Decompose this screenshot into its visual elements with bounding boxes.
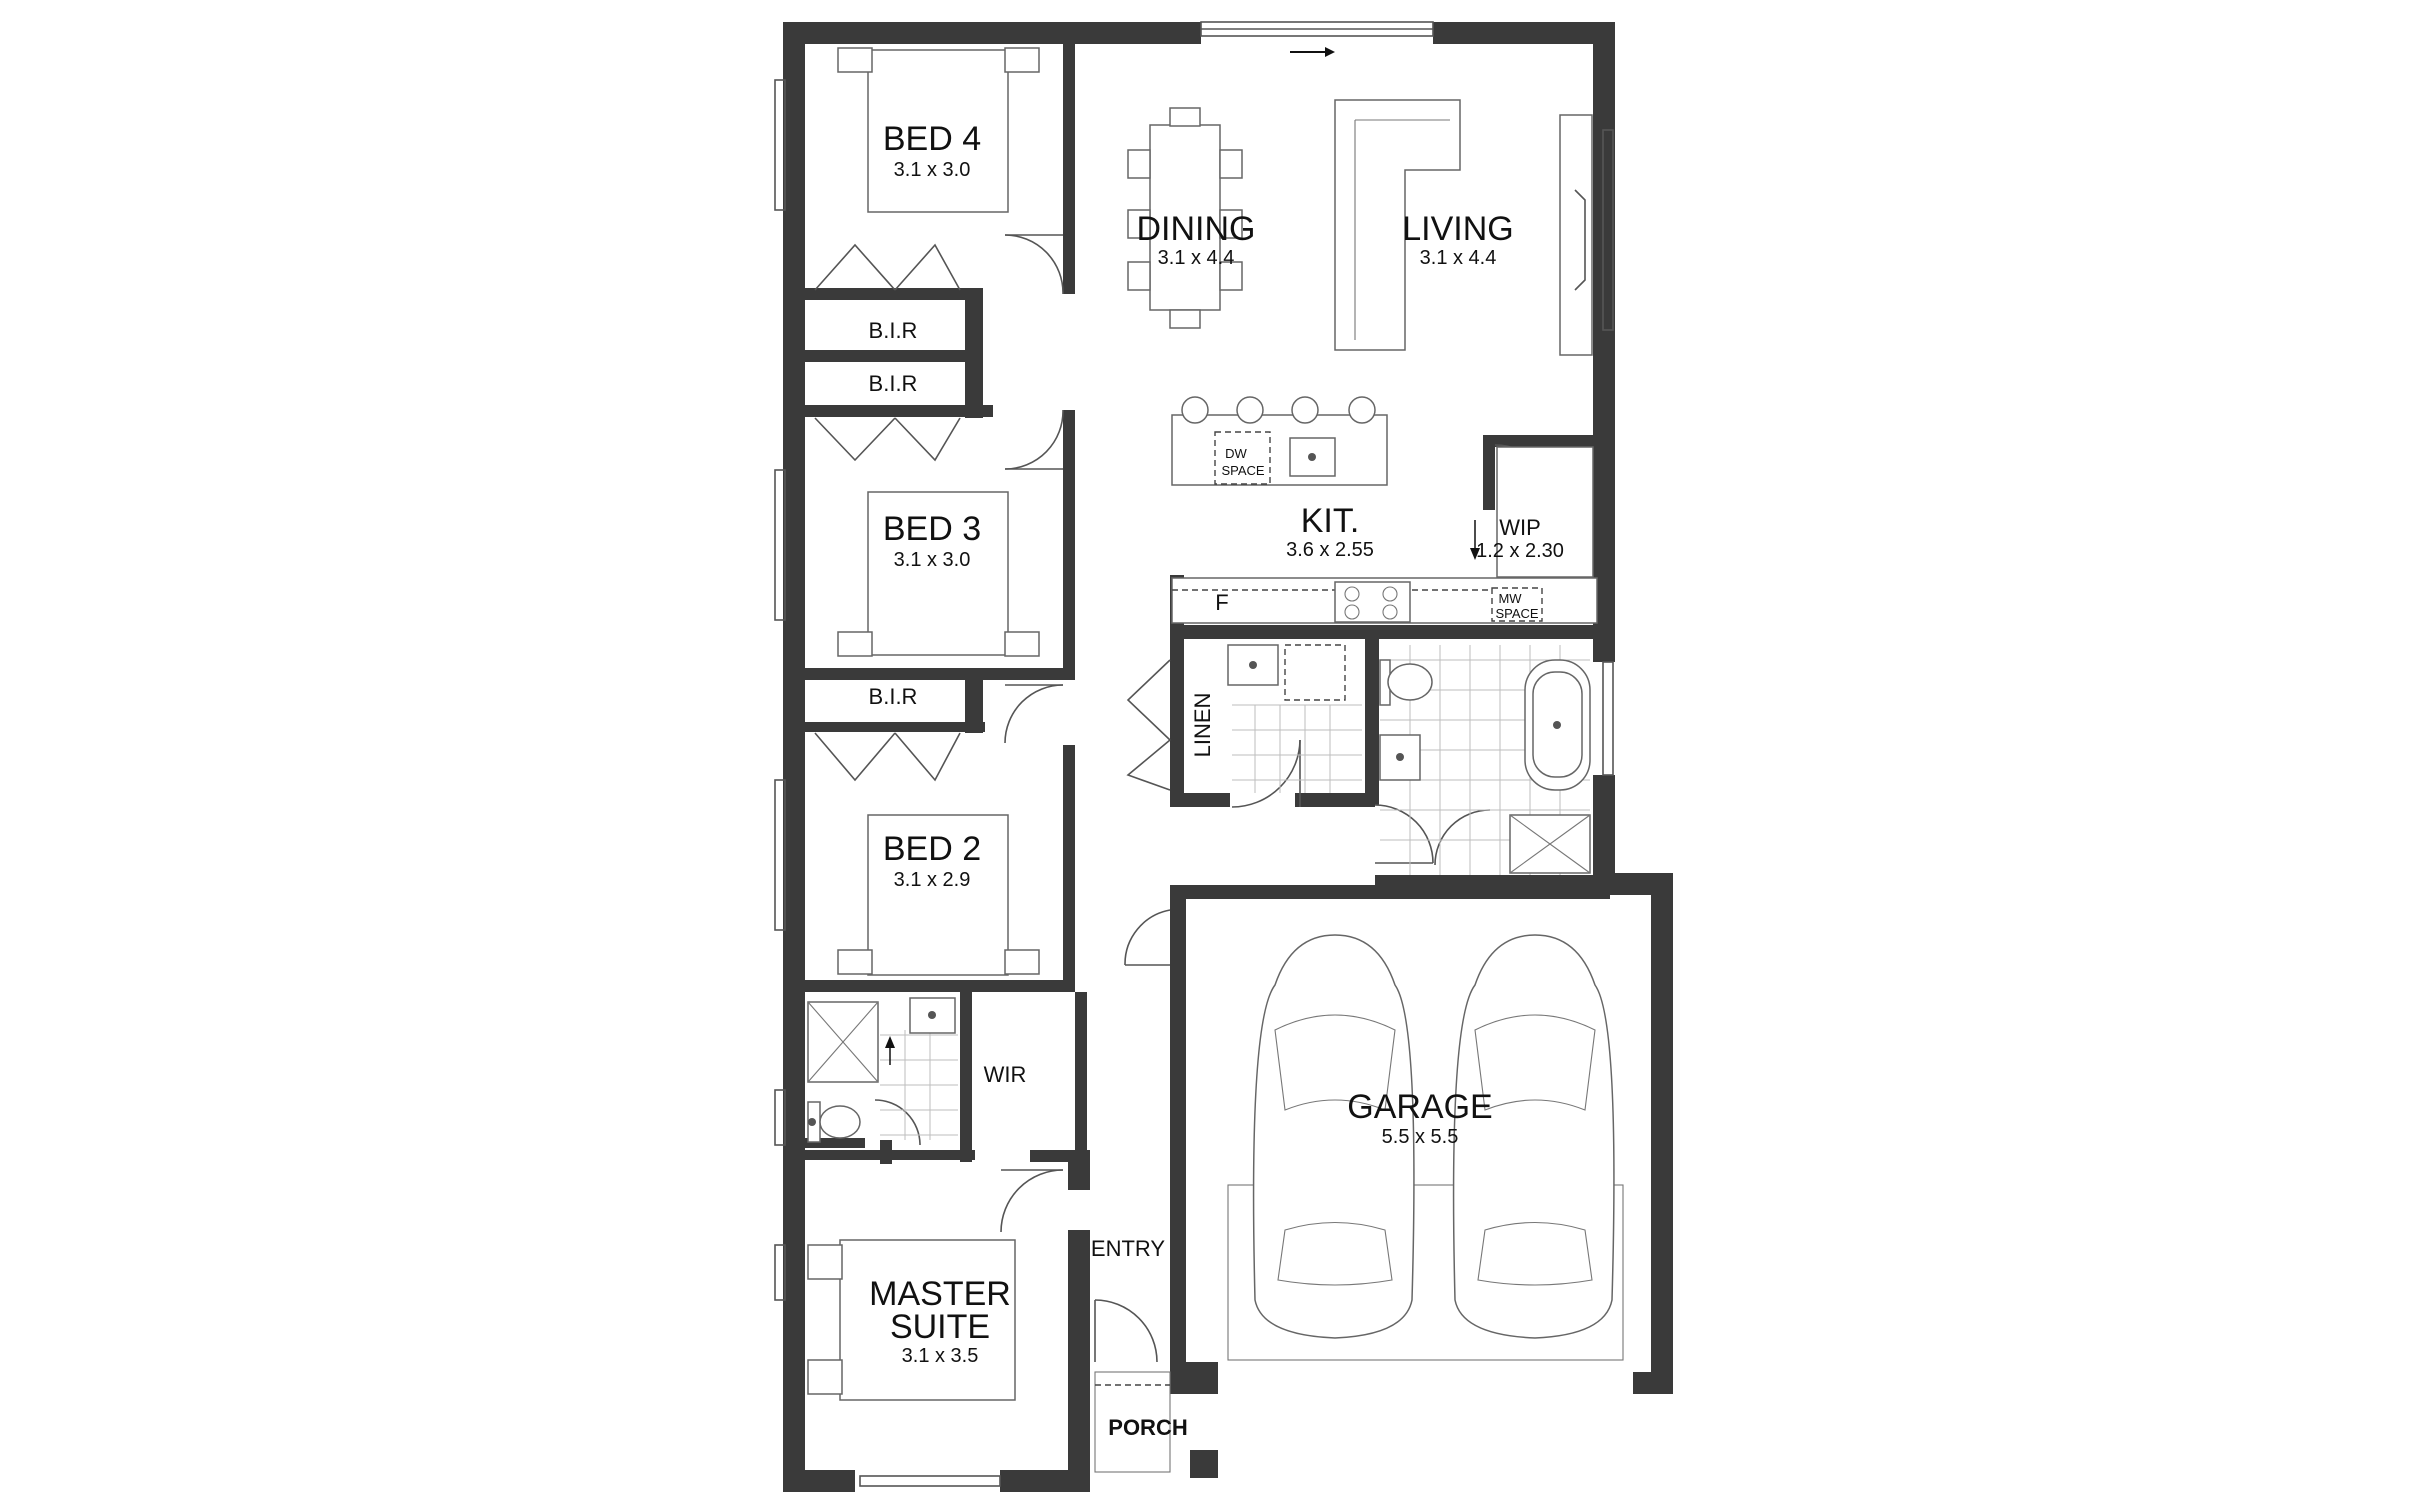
- wardrobe-doors: [814, 243, 961, 782]
- dining-dims: 3.1 x 4.4: [1158, 247, 1235, 269]
- porch-label: PORCH: [1108, 1415, 1187, 1440]
- bed3-name: BED 3: [883, 510, 981, 548]
- bir-label-2: B.I.R: [869, 371, 918, 396]
- master-name-line2: SUITE: [890, 1308, 990, 1346]
- garage-fittings: [1227, 934, 1624, 1361]
- wir-label: WIR: [984, 1062, 1027, 1087]
- bed2-name: BED 2: [883, 830, 981, 868]
- linen-label: LINEN: [1190, 693, 1215, 758]
- porch-area: [1094, 1371, 1171, 1473]
- living-dims: 3.1 x 4.4: [1420, 247, 1497, 269]
- bathroom-fittings: [1227, 644, 1591, 875]
- bir-label-1: B.I.R: [869, 318, 918, 343]
- entry-label: ENTRY: [1091, 1236, 1165, 1261]
- living-sofa: [1334, 99, 1593, 356]
- bir-label-3: B.I.R: [869, 684, 918, 709]
- kitchen-name: KIT.: [1301, 502, 1360, 540]
- ensuite-fittings: [807, 997, 958, 1143]
- kitchen-dims: 3.6 x 2.55: [1286, 539, 1374, 561]
- dw-space-line2: SPACE: [1221, 463, 1264, 478]
- master-dims: 3.1 x 3.5: [902, 1345, 979, 1367]
- bed2-dims: 3.1 x 2.9: [894, 869, 971, 891]
- walls: [783, 22, 1673, 1492]
- garage-name: GARAGE: [1347, 1088, 1492, 1126]
- beds: [807, 47, 1040, 1401]
- wip-name: WIP: [1499, 515, 1541, 540]
- mw-space-line2: SPACE: [1495, 606, 1538, 621]
- dining-table: [1127, 107, 1243, 329]
- room-labels: BED 4 3.1 x 3.0 B.I.R B.I.R BED 3 3.1 x …: [869, 120, 1564, 1440]
- living-name: LIVING: [1402, 210, 1513, 248]
- garage-dims: 5.5 x 5.5: [1382, 1126, 1459, 1148]
- master-name-line1: MASTER: [869, 1275, 1011, 1313]
- fridge-label: F: [1215, 590, 1228, 615]
- mw-space-line1: MW: [1498, 591, 1522, 606]
- dw-space-line1: DW: [1225, 446, 1247, 461]
- windows: [774, 21, 1614, 1487]
- wip-dims: 1.2 x 2.30: [1476, 540, 1564, 562]
- bed4-name: BED 4: [883, 120, 981, 158]
- bed3-dims: 3.1 x 3.0: [894, 549, 971, 571]
- kitchen-fittings: [1171, 396, 1598, 624]
- dining-name: DINING: [1137, 210, 1256, 248]
- bed4-dims: 3.1 x 3.0: [894, 159, 971, 181]
